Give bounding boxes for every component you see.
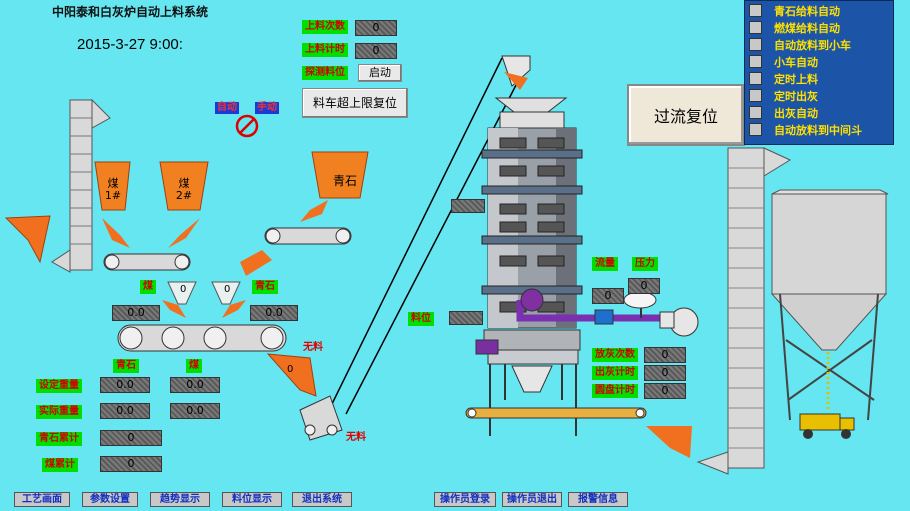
auto-option-cart-auto[interactable]: 小车自动	[749, 54, 818, 69]
coal-weigh-box: 0.0	[112, 305, 160, 321]
nav-parameters[interactable]: 参数设置	[82, 492, 138, 507]
col-coal-label: 煤	[186, 359, 202, 373]
right-elevator	[696, 147, 792, 475]
auto-option-ash-auto[interactable]: 出灰自动	[749, 105, 818, 120]
nav-operator-logout[interactable]: 操作员退出	[502, 492, 562, 507]
stone-total-label: 青石累计	[36, 432, 82, 446]
kiln	[475, 97, 583, 436]
actual-weight-coal: 0.0	[170, 403, 220, 419]
auto-option-release-to-middle[interactable]: 自动放料到中间斗	[749, 122, 862, 137]
level-label: 料位	[408, 312, 434, 326]
nav-exit[interactable]: 退出系统	[292, 492, 352, 507]
feed-timer-value: 0	[355, 43, 397, 59]
checkbox[interactable]	[749, 123, 762, 136]
checkbox[interactable]	[749, 55, 762, 68]
lower-conveyor	[117, 324, 287, 352]
set-weight-label: 设定重量	[36, 379, 82, 393]
checkbox[interactable]	[749, 21, 762, 34]
stone-total-value: 0	[100, 430, 162, 446]
auto-option-timed-ash[interactable]: 定时出灰	[749, 88, 818, 103]
set-weight-stone: 0.0	[100, 377, 150, 393]
level-box	[449, 311, 483, 325]
stone-weigh-value: 0	[224, 284, 231, 295]
disk-timer-value: 0	[644, 383, 686, 399]
clock: 2015-3-27 9:00:	[77, 36, 183, 53]
checkbox[interactable]	[749, 38, 762, 51]
auto-option-release-to-cart[interactable]: 自动放料到小车	[749, 37, 851, 52]
disk-timer-label: 圆盘计时	[592, 384, 638, 398]
overflow-reset-button[interactable]: 过流复位	[627, 84, 745, 146]
stone-hopper-label: 青石	[332, 174, 357, 188]
manual-mode-label[interactable]: 手动	[255, 102, 279, 114]
nav-process-screen[interactable]: 工艺画面	[14, 492, 70, 507]
no-entry-icon	[236, 115, 258, 137]
bucket-value: 0	[287, 364, 294, 375]
auto-option-coal-feed[interactable]: 燃煤给料自动	[749, 20, 840, 35]
actual-weight-stone: 0.0	[100, 403, 150, 419]
col-stone-label: 青石	[113, 359, 139, 373]
pressure-label: 压力	[632, 257, 658, 271]
feed-count-value: 0	[355, 20, 397, 36]
ash-timer-value: 0	[644, 365, 686, 381]
ash-count-value: 0	[644, 347, 686, 363]
pressure-value: 0	[628, 278, 660, 294]
checkbox[interactable]	[749, 4, 762, 17]
probe-label: 探测料位	[302, 66, 348, 80]
left-elevator	[51, 98, 111, 273]
auto-control-panel: 青石给料自动 燃煤给料自动 自动放料到小车 小车自动 定时上料 定时出灰 出灰自…	[744, 0, 894, 145]
coal1-hopper-label: 煤 1#	[104, 177, 122, 202]
nav-level[interactable]: 料位显示	[222, 492, 282, 507]
nav-operator-login[interactable]: 操作员登录	[434, 492, 496, 507]
probe-start-button[interactable]: 启动	[358, 64, 402, 82]
page-title: 中阳泰和白灰炉自动上料系统	[52, 5, 209, 19]
flow-label: 流量	[592, 257, 618, 271]
ash-timer-label: 出灰计时	[592, 366, 638, 380]
auto-mode-label[interactable]: 自动	[215, 102, 239, 114]
cart-limit-reset-button[interactable]: 料车超上限复位	[302, 88, 408, 118]
checkbox[interactable]	[749, 106, 762, 119]
feed-timer-label: 上料计时	[302, 43, 348, 57]
auto-option-timed-feed[interactable]: 定时上料	[749, 71, 818, 86]
set-weight-coal: 0.0	[170, 377, 220, 393]
no-material-indicator-2: 无料	[346, 432, 366, 443]
nav-alarm-info[interactable]: 报警信息	[568, 492, 628, 507]
checkbox[interactable]	[749, 72, 762, 85]
coal2-hopper-label: 煤 2#	[175, 177, 193, 202]
stone-weigh-label: 青石	[252, 280, 278, 294]
kiln-temp-box	[451, 199, 485, 213]
ash-conveyor	[465, 407, 647, 419]
checkbox[interactable]	[749, 89, 762, 102]
auto-option-stone-feed[interactable]: 青石给料自动	[749, 3, 840, 18]
actual-weight-label: 实际重量	[36, 405, 82, 419]
truck	[799, 413, 855, 439]
coal-total-value: 0	[100, 456, 162, 472]
silo	[770, 189, 889, 421]
ash-count-label: 放灰次数	[592, 348, 638, 362]
coal-total-label: 煤累计	[42, 458, 78, 472]
no-material-indicator-1: 无料	[303, 342, 323, 353]
coal-weigh-label: 煤	[140, 280, 156, 294]
stone-weigh-box: 0.0	[250, 305, 298, 321]
nav-trend[interactable]: 趋势显示	[150, 492, 210, 507]
flow-value: 0	[592, 288, 624, 304]
upper-conveyor	[103, 253, 191, 271]
stone-conveyor	[264, 227, 352, 245]
coal-weigh-value: 0	[180, 284, 187, 295]
feed-count-label: 上料次数	[302, 20, 348, 34]
